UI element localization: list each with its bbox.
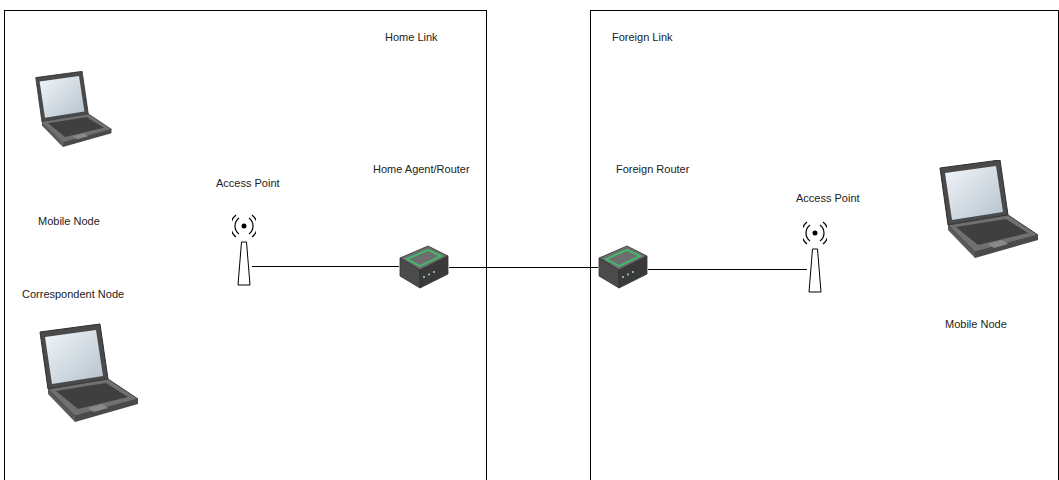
access-point: Access Point bbox=[236, 228, 252, 300]
device-label: Mobile Node bbox=[38, 215, 100, 228]
router-node: Foreign Router bbox=[598, 245, 648, 289]
device-label: Foreign Router bbox=[616, 163, 689, 176]
device-label: Home Agent/Router bbox=[373, 163, 470, 176]
device-label: Correspondent Node bbox=[22, 288, 124, 301]
network-link bbox=[252, 266, 399, 267]
link-region: Home LinkMobile NodeCorrespondent Node Ac… bbox=[4, 10, 487, 480]
device-label: Access Point bbox=[796, 192, 860, 205]
device-label: Mobile Node bbox=[945, 318, 1007, 331]
region-label: Foreign Link bbox=[612, 31, 673, 44]
network-link bbox=[648, 269, 807, 270]
link-region: Foreign LinkForeign RouterAccess PointMo… bbox=[590, 10, 1059, 480]
access-point: Access Point bbox=[807, 242, 823, 300]
network-link bbox=[449, 267, 598, 268]
laptop-node: Mobile Node bbox=[932, 162, 1038, 258]
device-label: Access Point bbox=[216, 177, 280, 190]
region-label: Home Link bbox=[385, 31, 438, 44]
laptop-node: Correspondent Node bbox=[32, 320, 138, 428]
router-node: Home Agent/Router bbox=[399, 245, 449, 289]
laptop-node: Mobile Node bbox=[30, 72, 110, 148]
